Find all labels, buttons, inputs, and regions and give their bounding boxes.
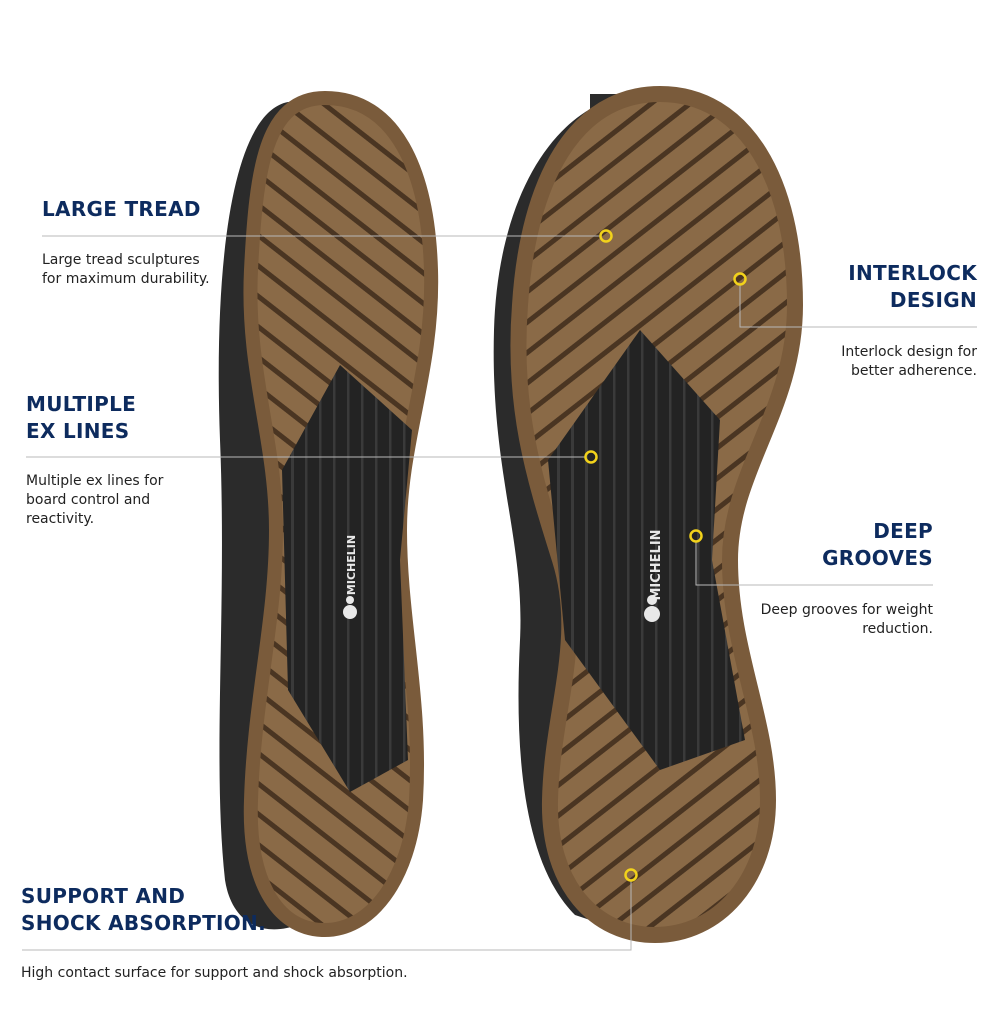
right-sole-brand-logo: MICHELIN — [649, 529, 664, 600]
leader-line-deep-grooves — [695, 542, 933, 586]
leader-line-interlock-design — [739, 285, 977, 328]
right-sole-midfoot-insert — [548, 330, 745, 770]
interlock-design-title: INTERLOCK DESIGN — [848, 261, 977, 312]
marker-multiple-ex-lines — [584, 450, 598, 464]
marker-support-shock — [624, 868, 638, 882]
marker-large-tread — [599, 229, 613, 243]
marker-deep-grooves — [689, 529, 703, 543]
support-shock-description: High contact surface for support and sho… — [21, 965, 408, 981]
right-sole: MICHELIN — [493, 85, 804, 944]
left-sole-midfoot-insert — [282, 365, 412, 792]
left-sole: MICHELIN — [218, 90, 439, 938]
svg-text:MICHELIN: MICHELIN — [345, 535, 358, 595]
leader-line-support-shock — [22, 881, 632, 951]
large-tread-title: LARGE TREAD — [42, 197, 201, 221]
left-sole-brand-logo: MICHELIN — [345, 535, 358, 595]
interlock-design-description: Interlock design for better adherence. — [841, 344, 977, 379]
leader-lines — [22, 235, 977, 951]
multiple-ex-lines-description: Multiple ex lines for board control and … — [26, 473, 164, 527]
large-tread-description: Large tread sculptures for maximum durab… — [42, 252, 210, 287]
marker-interlock-design — [733, 272, 747, 286]
feature-markers — [584, 229, 747, 882]
deep-grooves-description: Deep grooves for weight reduction. — [760, 602, 933, 637]
svg-text:MICHELIN: MICHELIN — [649, 529, 664, 600]
deep-grooves-title: DEEP GROOVES — [822, 519, 933, 570]
support-shock-title: SUPPORT AND SHOCK ABSORPTION. — [21, 884, 266, 935]
multiple-ex-lines-title: MULTIPLE EX LINES — [26, 392, 137, 443]
